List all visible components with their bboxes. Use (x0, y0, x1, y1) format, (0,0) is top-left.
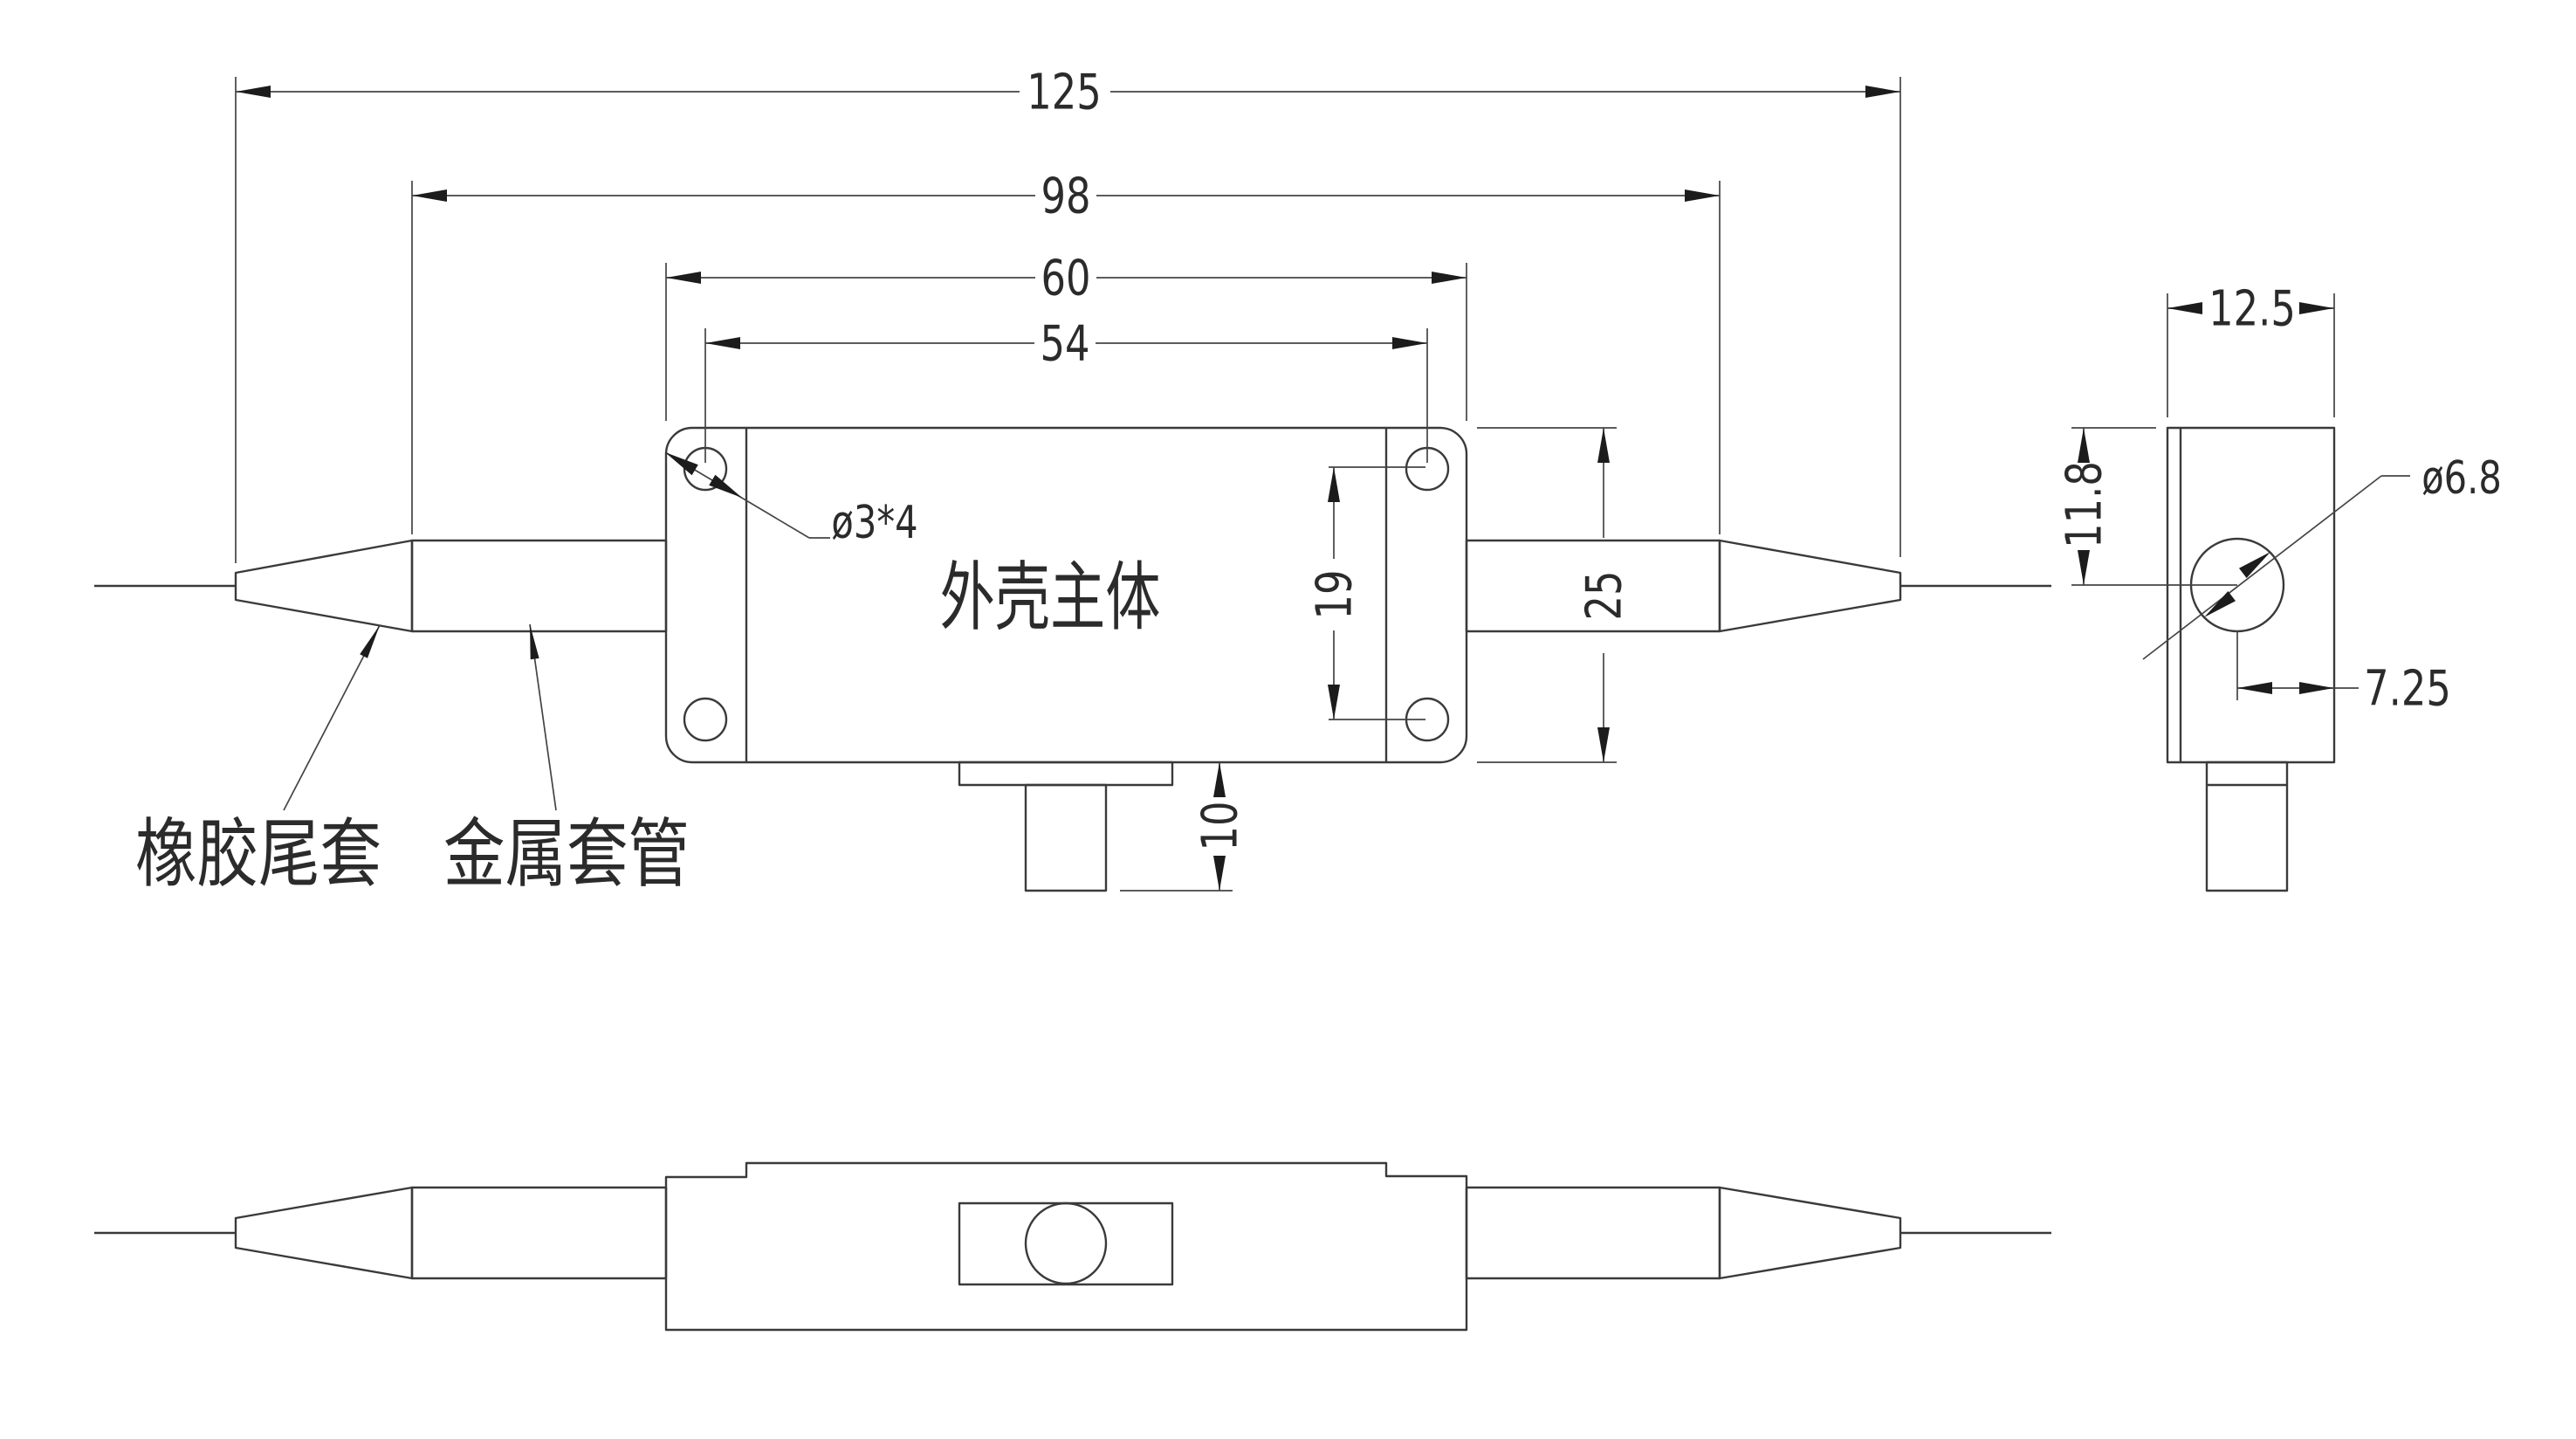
rubber-boot-label: 橡胶尾套 (135, 810, 381, 899)
rubber-boot-left (234, 1186, 414, 1280)
housing-body-text: 外壳主体 (940, 554, 1161, 641)
dim-connector-height-10: 10 (1120, 762, 1248, 892)
dim-side-width-12.5: 12.5 (2167, 279, 2335, 417)
metal-sleeve-label: 金属套管 (443, 810, 690, 899)
dim-value: 12.5 (2208, 279, 2296, 336)
dim-port-offset-top-11.8: 11.8 (2055, 427, 2237, 586)
callout-port-diameter: ø6.8 (2142, 452, 2502, 660)
arrowhead (360, 625, 380, 658)
arrowhead (1597, 428, 1610, 463)
arrowhead (412, 189, 447, 202)
arrowhead (709, 474, 742, 498)
side-view: 12.5 11.8 7.25 ø6.8 (2055, 279, 2502, 892)
arrowhead (665, 452, 698, 476)
arrowhead (1328, 685, 1340, 720)
rubber-boot-left (234, 539, 414, 633)
callout-value: ø3*4 (831, 497, 917, 550)
arrowhead (2167, 302, 2202, 314)
dim-sleeve-to-sleeve-98: 98 (411, 167, 1721, 534)
arrowhead (1213, 856, 1226, 891)
dim-value: 54 (1040, 314, 1089, 371)
arrowhead (2237, 682, 2272, 694)
connector-flange (958, 761, 1174, 787)
metal-sleeve-left (410, 539, 668, 633)
dim-value: 98 (1041, 167, 1090, 224)
dim-value: 11.8 (2055, 461, 2112, 548)
part-labels: 橡胶尾套 金属套管 (135, 623, 690, 899)
center-connector-circle (1024, 1201, 1108, 1285)
arrowhead (2299, 682, 2334, 694)
connector-stub (1024, 783, 1108, 892)
dim-value: 60 (1041, 249, 1090, 306)
bottom-view (94, 1161, 2051, 1332)
side-connector-stub (2205, 761, 2289, 892)
center-connector-plate (958, 1201, 1174, 1286)
dim-port-offset-right-7.25: 7.25 (2236, 631, 2451, 717)
arrowhead (1432, 272, 1467, 284)
arrowhead (1597, 727, 1610, 762)
dim-value: 7.25 (2364, 659, 2451, 716)
callout-mounting-holes: ø3*4 (664, 451, 918, 550)
arrowhead (1685, 189, 1720, 202)
metal-sleeve-right (1465, 1186, 1721, 1280)
rubber-boot-right (1718, 539, 1902, 633)
arrowhead (1328, 467, 1340, 502)
dim-hole-pitch-vertical-19: 19 (1305, 466, 1425, 720)
dim-hole-pitch-54: 54 (704, 314, 1428, 463)
leader-line (2142, 475, 2382, 660)
dim-body-width-25: 25 (1477, 427, 1632, 763)
arrowhead (2204, 591, 2236, 617)
dim-value: 25 (1575, 570, 1631, 620)
rubber-boot-right (1718, 1186, 1902, 1280)
mounting-hole-bottom-left (683, 697, 728, 742)
top-view: 外壳主体 (94, 426, 2051, 892)
arrowhead (1865, 86, 1900, 98)
housing-body-label: 外壳主体 (940, 554, 1161, 641)
arrowhead (1392, 337, 1427, 349)
arrowhead (236, 86, 271, 98)
arrowhead (2078, 550, 2090, 585)
arrowhead (705, 337, 740, 349)
dim-body-length-60: 60 (665, 249, 1467, 421)
arrowhead (2078, 428, 2090, 463)
arrowhead (2299, 302, 2334, 314)
callout-value: ø6.8 (2421, 452, 2502, 506)
arrowhead (530, 624, 539, 660)
dim-overall-length-125: 125 (235, 63, 1901, 563)
dim-value: 19 (1305, 569, 1362, 619)
dim-value: 10 (1191, 801, 1247, 850)
arrowhead (2239, 552, 2270, 578)
body-profile-outline (664, 1161, 1468, 1332)
arrowhead (1213, 762, 1226, 797)
metal-sleeve-left (410, 1186, 668, 1280)
arrowhead (666, 272, 701, 284)
dim-value: 125 (1027, 63, 1102, 120)
